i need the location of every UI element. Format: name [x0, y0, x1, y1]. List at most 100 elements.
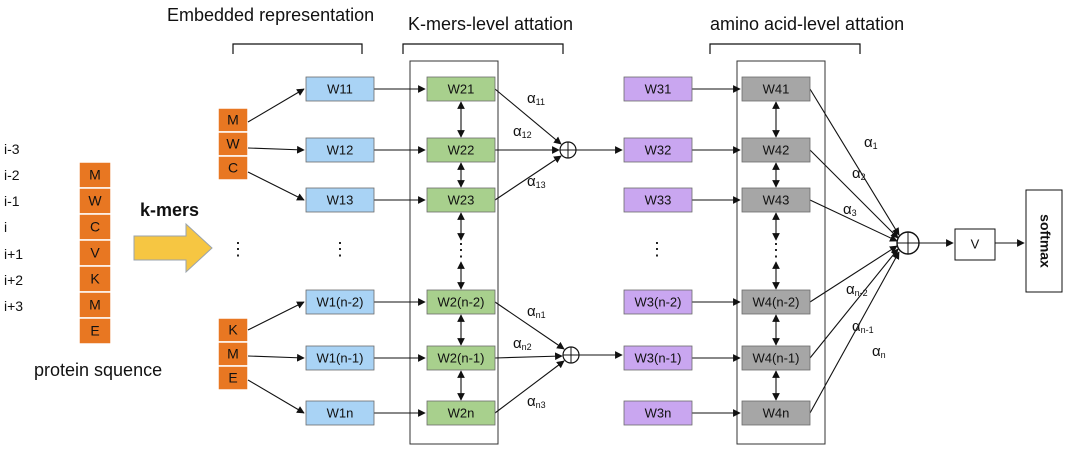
w3-ellipsis: ⋮ — [648, 239, 666, 259]
kmer-bracket — [402, 43, 564, 54]
w1-box-label: W1n — [327, 405, 354, 420]
kmer-bottom-letter: K — [228, 322, 238, 338]
arrow-layer: ⋮⋮ — [247, 85, 1025, 417]
kmer-top-cell — [217, 131, 249, 157]
connector-arrow — [247, 145, 305, 154]
protein-residue-cell — [78, 291, 112, 319]
aa-attention-weight: α1 — [864, 134, 878, 151]
w4-box — [741, 187, 811, 213]
kmer-bottom-letter: M — [227, 346, 239, 362]
w1-box-label: W12 — [327, 142, 354, 157]
kmer-attention-weight: αn1 — [527, 303, 546, 320]
w1-box-label: W1(n-1) — [317, 350, 364, 365]
v-box — [954, 228, 996, 261]
w3-box — [623, 187, 693, 213]
kmer-attention-title: K-mers-level attation — [408, 14, 573, 34]
w2-box — [426, 187, 496, 213]
w1-box-label: W13 — [327, 192, 354, 207]
w2-box-label: W21 — [448, 81, 475, 96]
vertical-ellipsis: ⋮ — [767, 240, 785, 260]
kmer-bottom-column: KME — [217, 317, 249, 391]
position-index: i+1 — [4, 246, 23, 262]
w3-box-label: W3n — [645, 405, 672, 420]
aa-attention-frame — [736, 60, 826, 445]
box-layer: W11W12W13W1(n-2)W1(n-1)W1nW21W22W23W2(n-… — [305, 76, 811, 426]
w4-box-label: W41 — [763, 81, 790, 96]
protein-residue-cell — [78, 213, 112, 241]
w3-box — [623, 400, 693, 426]
softmax-box — [1025, 189, 1063, 293]
w2-box — [426, 76, 496, 102]
kmer-attention-weight: αn3 — [527, 393, 546, 410]
kmer-bottom-letter: E — [228, 370, 237, 386]
w2-box — [426, 137, 496, 163]
kmers-block-arrow — [133, 222, 213, 274]
kmer-bottom-cell — [217, 341, 249, 367]
w2-box-label: W2(n-1) — [438, 350, 485, 365]
v-label: V — [971, 236, 980, 251]
w1-box — [305, 289, 375, 315]
position-index: i+3 — [4, 298, 23, 314]
w3-box-label: W33 — [645, 192, 672, 207]
aa-attention-weight: αn-2 — [846, 281, 868, 298]
protein-residue-letter: K — [90, 271, 100, 287]
connector-arrow — [247, 301, 305, 331]
position-index: i-1 — [4, 193, 20, 209]
w1-box-label: W1(n-2) — [317, 294, 364, 309]
w4-box-label: W4n — [763, 405, 790, 420]
kmer-top-column: MWC — [217, 107, 249, 181]
connector-arrow — [494, 352, 563, 361]
connector-arrow — [494, 88, 562, 145]
aa-attention-weight: α3 — [843, 201, 857, 218]
kmers-label: k-mers — [140, 200, 199, 220]
w3-box — [623, 76, 693, 102]
protein-residue-letter: C — [90, 219, 100, 235]
protein-residue-letter: V — [90, 245, 100, 261]
w2-box — [426, 400, 496, 426]
aa-attention-title: amino acid-level attation — [710, 14, 904, 34]
connector-arrow — [247, 353, 305, 362]
w1-box — [305, 137, 375, 163]
kmer-attention-weight: α12 — [513, 123, 532, 140]
sum-node-final — [896, 231, 920, 255]
sum-node-top — [559, 141, 577, 159]
position-index: i — [4, 219, 7, 235]
protein-residue-cell — [78, 317, 112, 345]
w4-box — [741, 137, 811, 163]
w3-box — [623, 137, 693, 163]
w4-box-label: W42 — [763, 142, 790, 157]
w1-box — [305, 76, 375, 102]
connector-arrow — [809, 248, 899, 359]
w1-box — [305, 187, 375, 213]
protein-residue-letter: M — [89, 167, 101, 183]
aa-attention-weight: αn-1 — [852, 318, 874, 335]
connector-arrow — [809, 199, 898, 242]
connector-arrow — [494, 155, 562, 201]
kmer-attention-frame — [409, 60, 499, 445]
w2-box-label: W2(n-2) — [438, 294, 485, 309]
position-index: i-2 — [4, 167, 20, 183]
kmer-top-letter: C — [228, 160, 238, 176]
protein-residue-cell — [78, 239, 112, 267]
kmer-attention-weight: α13 — [527, 173, 546, 190]
w3-box-label: W32 — [645, 142, 672, 157]
kmer-ellipsis: ⋮ — [229, 239, 247, 259]
protein-residue-letter: E — [90, 323, 99, 339]
w2-box-label: W2n — [448, 405, 475, 420]
w4-box — [741, 289, 811, 315]
vertical-ellipsis: ⋮ — [452, 240, 470, 260]
aa-attention-weight: αn — [872, 343, 886, 360]
kmer-attention-weight: α11 — [527, 90, 545, 107]
w2-box-label: W23 — [448, 192, 475, 207]
connector-arrow — [809, 88, 900, 236]
position-index-column: i-3i-2i-1ii+1i+2i+3 — [4, 141, 23, 314]
softmax-label: softmax — [1037, 214, 1053, 268]
connector-arrow — [809, 251, 900, 414]
connector-arrow — [494, 360, 565, 414]
sum-node-bottom — [562, 346, 580, 364]
connector-arrow — [247, 379, 305, 414]
w3-box-label: W3(n-2) — [635, 294, 682, 309]
embedded-bracket — [232, 43, 363, 54]
